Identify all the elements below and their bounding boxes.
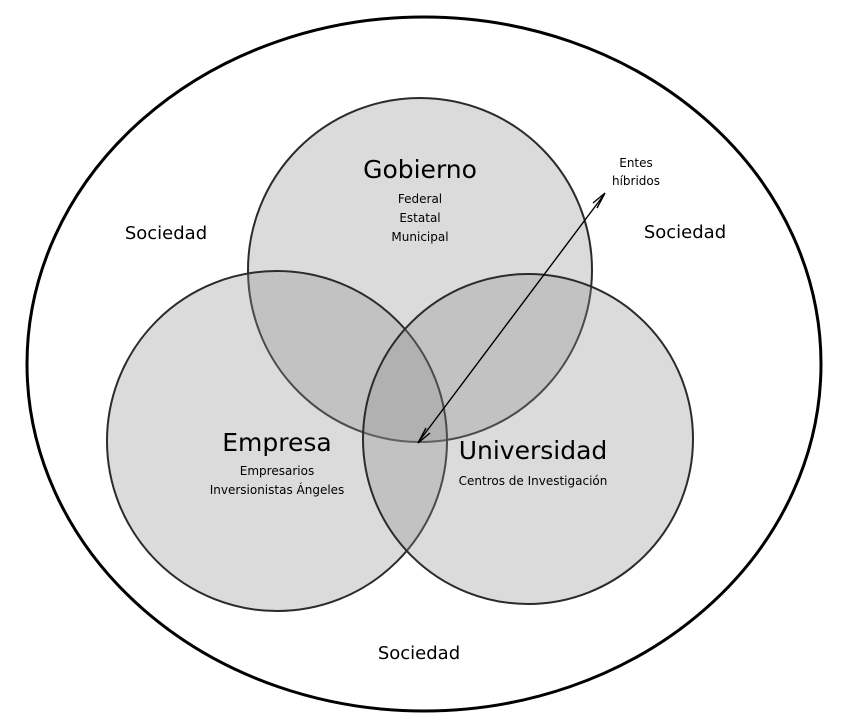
gobierno-line-municipal: Municipal (391, 230, 448, 244)
universidad-circle (362, 273, 694, 605)
hybrid-arrow (417, 192, 606, 444)
gobierno-line-federal: Federal (398, 192, 442, 206)
society-label-left: Sociedad (125, 223, 207, 244)
society-label-right: Sociedad (644, 222, 726, 243)
hybrid-arrow-line (419, 195, 604, 441)
gobierno-title: Gobierno (363, 155, 477, 184)
universidad-line-centros: Centros de Investigación (459, 474, 608, 488)
empresa-line-inversionistas: Inversionistas Ángeles (210, 482, 345, 497)
society-ellipse (25, 15, 823, 713)
empresa-circle (106, 270, 448, 612)
hybrid-label-line-2: híbridos (612, 174, 660, 188)
empresa-line-empresarios: Empresarios (240, 464, 314, 478)
gobierno-line-estatal: Estatal (399, 211, 440, 225)
universidad-title: Universidad (459, 436, 608, 465)
hybrid-label-line-1: Entes (619, 156, 653, 170)
arrowhead-bottom-icon (417, 427, 431, 444)
society-label-bottom: Sociedad (378, 643, 460, 664)
empresa-title: Empresa (222, 428, 331, 457)
arrowhead-top-icon (592, 192, 606, 209)
venn-circles (106, 97, 694, 612)
